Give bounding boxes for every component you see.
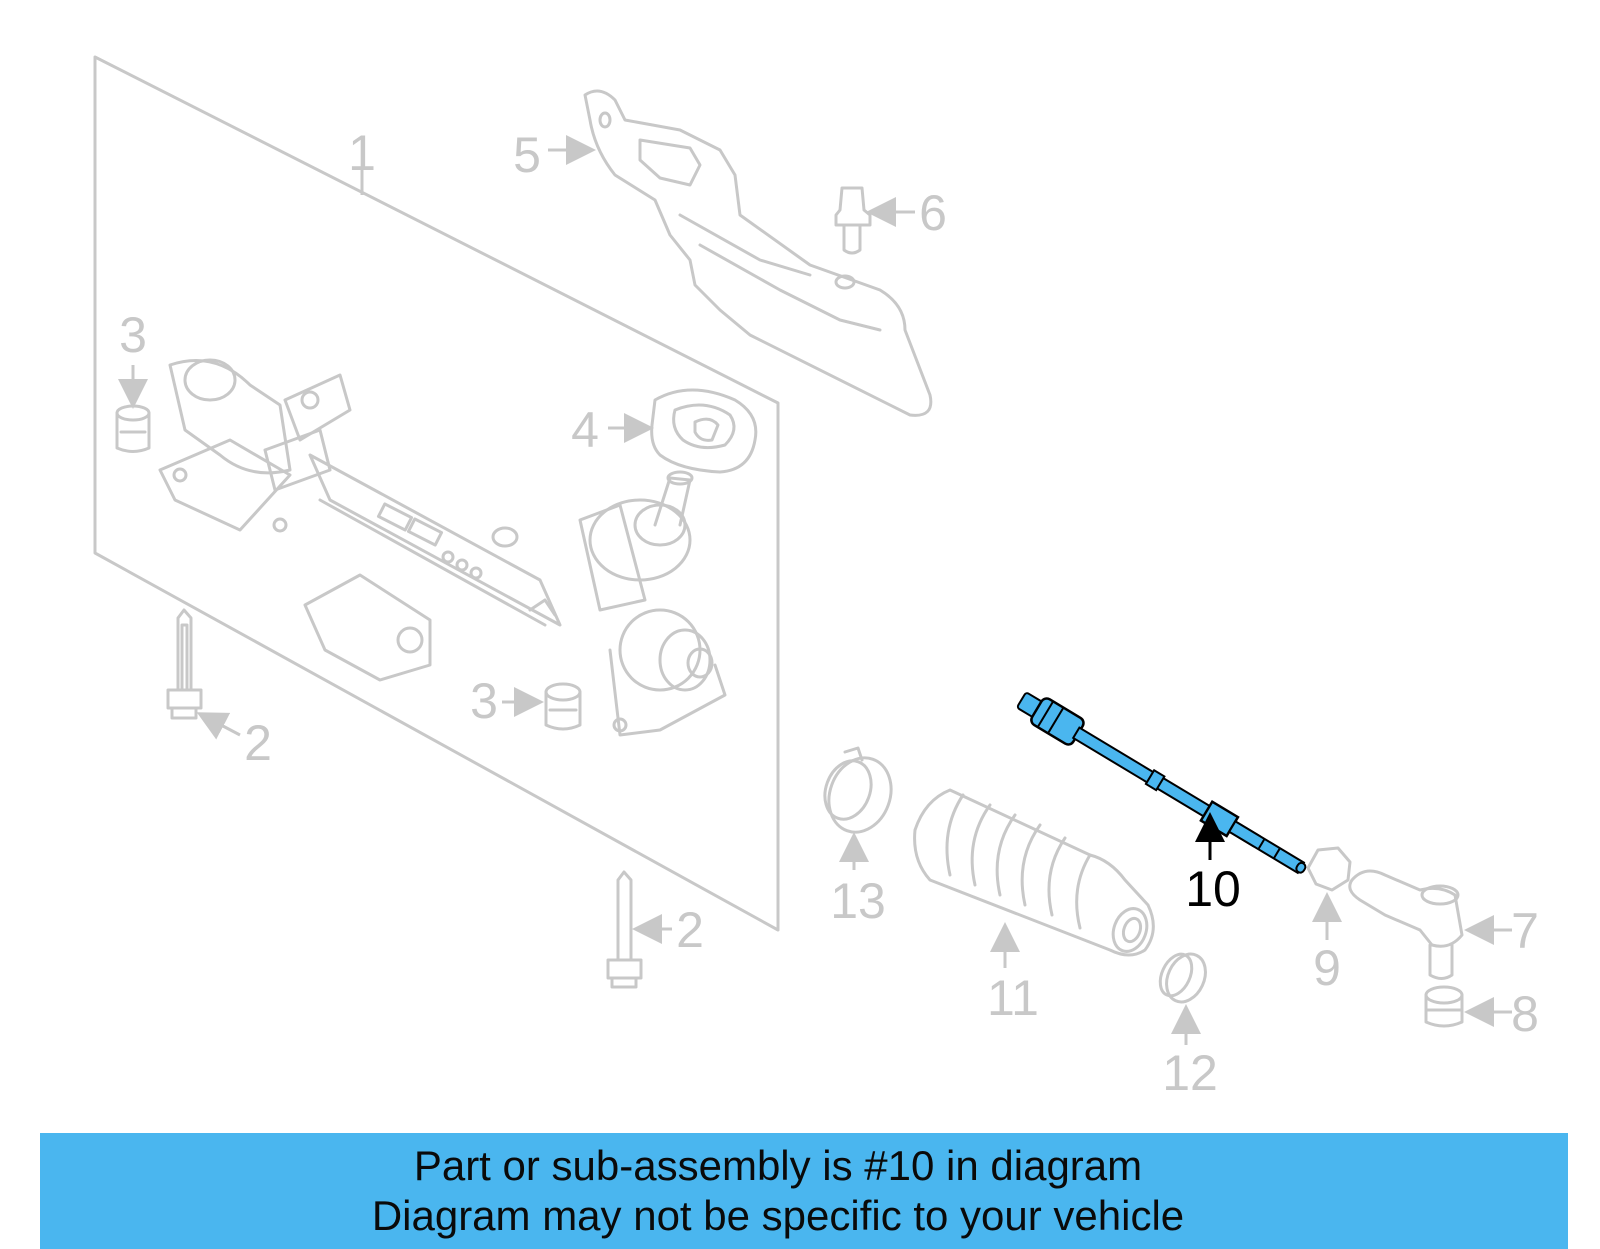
- callout-3-lower: 3: [470, 673, 498, 729]
- banner-line-2: Diagram may not be specific to your vehi…: [371, 1192, 1185, 1239]
- callout-12: 12: [1162, 1045, 1218, 1101]
- clamp-part-13: [823, 746, 893, 870]
- parts-diagram: 1 2 2 3 3 4: [93, 55, 1539, 1101]
- callout-2-upper: 2: [244, 715, 272, 771]
- bracket-part-5: [548, 89, 933, 417]
- callout-13: 13: [830, 873, 886, 929]
- bolt-part-2-lower: [606, 870, 672, 989]
- callout-5: 5: [513, 127, 541, 183]
- bushing-part-3-lower: [502, 682, 582, 731]
- callout-4: 4: [571, 402, 599, 458]
- insulator-part-4: [608, 388, 758, 474]
- banner-line-1: Part or sub-assembly is #10 in diagram: [413, 1142, 1143, 1189]
- tie-rod-end-part-7: [1348, 869, 1512, 980]
- steering-gear-assembly: [93, 55, 780, 932]
- callout-8: 8: [1511, 986, 1539, 1042]
- inner-tie-rod-part-10: [1016, 692, 1307, 875]
- callout-2-lower: 2: [676, 902, 704, 958]
- callout-7: 7: [1511, 903, 1539, 959]
- callout-1: 1: [348, 125, 376, 181]
- callout-9: 9: [1313, 940, 1341, 996]
- info-banner: Part or sub-assembly is #10 in diagram D…: [40, 1133, 1568, 1249]
- bushing-part-3-upper: [115, 365, 151, 453]
- nut-part-8: [1424, 985, 1512, 1028]
- lock-nut-part-9: [1306, 846, 1352, 940]
- boot-part-11: [913, 788, 1155, 968]
- callout-10: 10: [1185, 861, 1241, 917]
- bolt-part-6: [834, 186, 915, 255]
- callout-11: 11: [987, 970, 1039, 1026]
- callout-3-upper: 3: [119, 307, 147, 363]
- bolt-part-2-upper: [166, 608, 241, 740]
- callout-6: 6: [919, 185, 947, 241]
- clamp-part-12: [1158, 952, 1207, 1045]
